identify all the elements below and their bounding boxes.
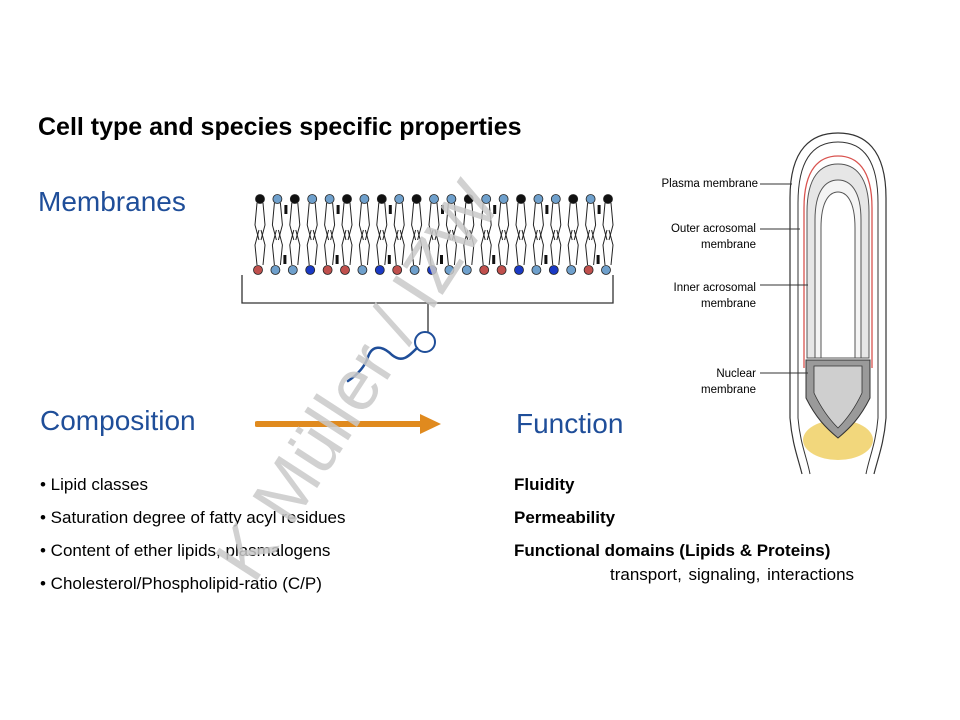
composition-list: • Lipid classes • Saturation degree of f… bbox=[40, 468, 346, 600]
membranes-heading: Membranes bbox=[38, 186, 186, 217]
nucleus-region bbox=[803, 420, 873, 460]
sperm-head-diagram bbox=[760, 132, 887, 475]
list-item: • Cholesterol/Phospholipid-ratio (C/P) bbox=[40, 574, 322, 593]
function-subtext: transport, signaling, interactions bbox=[610, 565, 855, 584]
list-item: Functional domains (Lipids & Proteins) bbox=[514, 541, 831, 560]
list-item: • Lipid classes bbox=[40, 475, 149, 494]
arrow-icon bbox=[255, 414, 441, 434]
slide-title: Cell type and species specific propertie… bbox=[38, 113, 522, 141]
label-outer-line1: Outer acrosomal bbox=[670, 223, 756, 235]
label-inner-line2: membrane bbox=[701, 298, 756, 310]
function-heading: Function bbox=[516, 408, 624, 439]
label-inner-acrosomal: Inner acrosomal membrane bbox=[674, 280, 756, 312]
label-plasma-membrane: Plasma membrane bbox=[661, 178, 758, 190]
list-item: Permeability bbox=[514, 508, 616, 527]
list-item: • Content of ether lipids, plasmalogens bbox=[40, 541, 331, 560]
label-outer-line2: membrane bbox=[701, 239, 756, 251]
label-inner-line1: Inner acrosomal bbox=[673, 282, 756, 294]
bilayer-lipids bbox=[253, 194, 614, 275]
list-item: • Saturation degree of fatty acyl residu… bbox=[40, 508, 346, 527]
lipid-bilayer-diagram bbox=[241, 194, 614, 383]
function-list: Fluidity Permeability Functional domains… bbox=[514, 468, 830, 567]
label-nuclear-line1: Nuclear bbox=[716, 368, 756, 380]
composition-heading: Composition bbox=[40, 405, 196, 436]
label-nuclear-membrane: Nuclear membrane bbox=[701, 366, 756, 398]
label-outer-acrosomal: Outer acrosomal membrane bbox=[671, 221, 756, 253]
sperm-icon bbox=[346, 331, 436, 383]
list-item: Fluidity bbox=[514, 475, 575, 494]
plasma-membrane-line bbox=[803, 155, 873, 368]
label-nuclear-line2: membrane bbox=[701, 384, 756, 396]
